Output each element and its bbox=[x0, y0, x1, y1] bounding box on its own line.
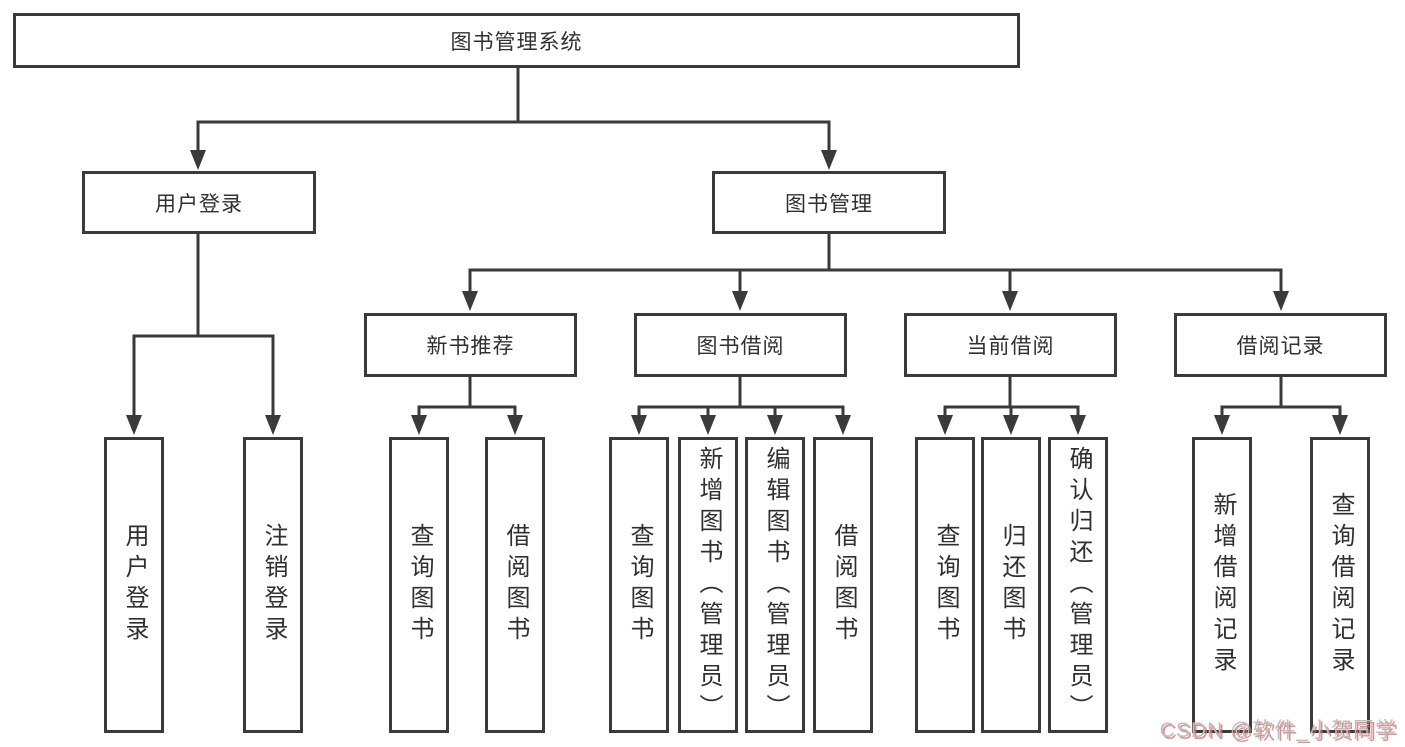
node-label: 新增借阅记录 bbox=[1209, 492, 1236, 678]
node-label: 当前借阅 bbox=[966, 335, 1055, 358]
leaf-query-borrow-record: 查询借阅记录 bbox=[1310, 437, 1370, 733]
node-label: 图书管理 bbox=[785, 192, 873, 216]
node-label: 用户登录 bbox=[121, 523, 148, 647]
node-label: 查询借阅记录 bbox=[1327, 492, 1354, 678]
leaf-borrow-books: 借阅图书 bbox=[813, 437, 873, 733]
leaf-query-books: 查询图书 bbox=[389, 437, 449, 733]
leaf-logout: 注销登录 bbox=[243, 437, 303, 733]
node-label: 新增图书（管理员） bbox=[695, 445, 722, 725]
node-label: 查询图书 bbox=[932, 523, 959, 647]
node-label: 借阅记录 bbox=[1236, 335, 1325, 358]
csdn-watermark: CSDN @软件_小贺同学 bbox=[1159, 719, 1397, 742]
node-borrow-records: 借阅记录 bbox=[1174, 313, 1387, 377]
leaf-return-book: 归还图书 bbox=[981, 437, 1041, 733]
node-user-login-branch: 用户登录 bbox=[82, 171, 316, 234]
node-label: 确认归还（管理员） bbox=[1065, 445, 1092, 725]
node-book-borrow: 图书借阅 bbox=[634, 313, 847, 377]
leaf-query-books: 查询图书 bbox=[915, 437, 975, 733]
node-current-borrow: 当前借阅 bbox=[904, 313, 1117, 377]
node-new-book-recommend: 新书推荐 bbox=[364, 313, 577, 377]
node-label: 图书管理系统 bbox=[450, 30, 583, 54]
node-label: 新书推荐 bbox=[426, 335, 515, 358]
leaf-edit-book-admin: 编辑图书（管理员） bbox=[745, 437, 805, 733]
node-label: 借阅图书 bbox=[830, 523, 857, 647]
node-label: 借阅图书 bbox=[502, 523, 529, 647]
node-label: 注销登录 bbox=[260, 523, 287, 647]
node-label: 归还图书 bbox=[998, 523, 1025, 647]
node-root-system: 图书管理系统 bbox=[13, 13, 1020, 68]
connector-segments bbox=[132, 68, 1342, 418]
leaf-query-books: 查询图书 bbox=[609, 437, 669, 733]
leaf-add-borrow-record: 新增借阅记录 bbox=[1192, 437, 1252, 733]
leaf-user-login: 用户登录 bbox=[104, 437, 164, 733]
node-book-management-branch: 图书管理 bbox=[712, 171, 946, 234]
leaf-borrow-books: 借阅图书 bbox=[485, 437, 545, 733]
node-label: 查询图书 bbox=[406, 523, 433, 647]
arrowhead-icons bbox=[126, 150, 1348, 435]
node-label: 用户登录 bbox=[155, 192, 243, 216]
node-label: 图书借阅 bbox=[696, 335, 785, 358]
leaf-confirm-return-admin: 确认归还（管理员） bbox=[1048, 437, 1108, 733]
leaf-add-book-admin: 新增图书（管理员） bbox=[678, 437, 738, 733]
node-label: 查询图书 bbox=[626, 523, 653, 647]
node-label: 编辑图书（管理员） bbox=[762, 445, 789, 725]
